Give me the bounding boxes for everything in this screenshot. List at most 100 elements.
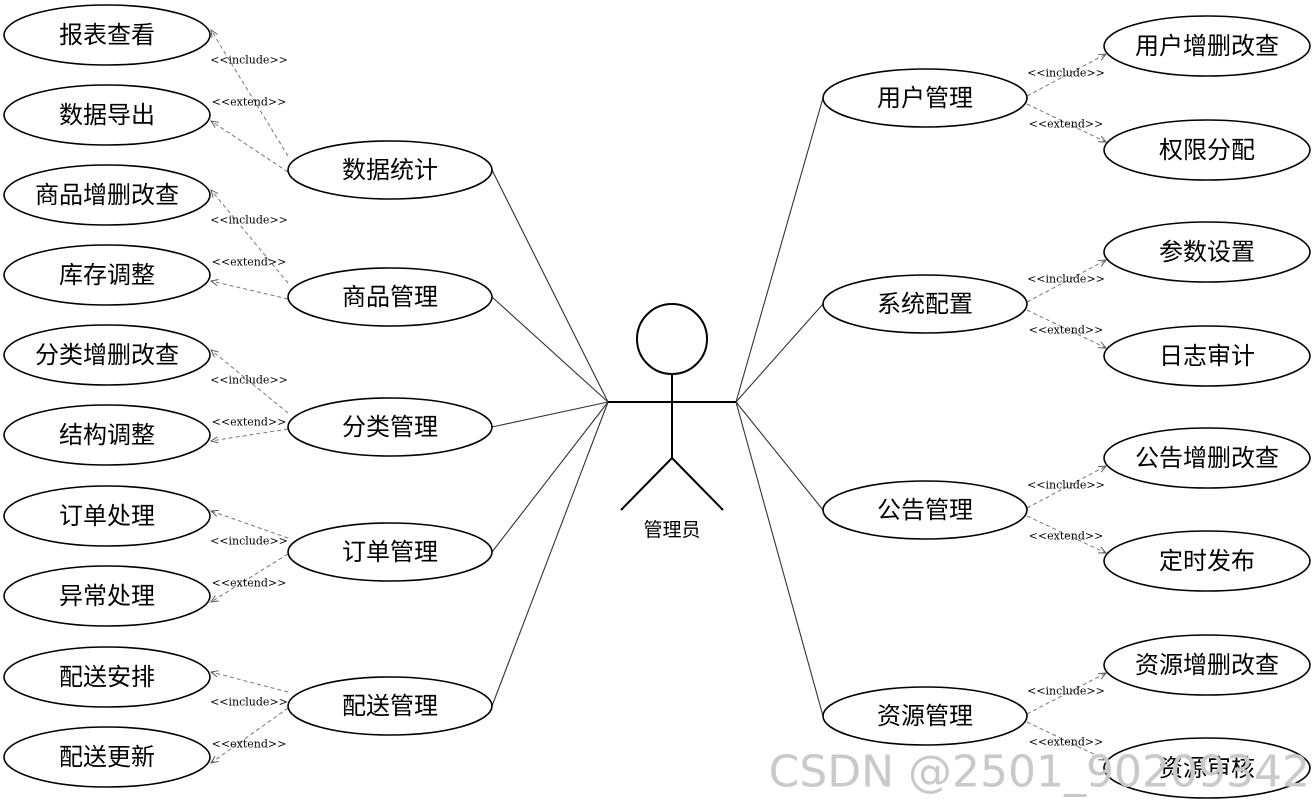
extend-arrow-right-group-3 xyxy=(1026,721,1106,760)
include-label-left-group-4: <<include>> xyxy=(210,696,288,709)
use-case-right-group-0-sub-1-label: 权限分配 xyxy=(1159,136,1255,164)
extend-label-right-group-3: <<extend>> xyxy=(1029,736,1104,749)
use-case-right-group-0-sub-1-shape xyxy=(1103,119,1311,181)
include-arrow-left-group-2 xyxy=(211,350,289,414)
use-case-left-group-0-sub-0-shape xyxy=(3,4,211,66)
use-case-left-group-0-sub-0-label: 报表查看 xyxy=(59,21,155,49)
use-case-left-group-1: 商品管理 xyxy=(287,267,493,327)
include-label-right-group-3: <<include>> xyxy=(1027,685,1105,698)
use-case-left-group-2-sub-0: 分类增删改查 xyxy=(3,324,211,386)
extend-label-right-group-2: <<extend>> xyxy=(1029,530,1104,543)
use-case-right-group-0-sub-1: 权限分配 xyxy=(1103,119,1311,181)
association-left-group-1 xyxy=(491,296,609,403)
use-case-left-group-3-sub-1: 异常处理 xyxy=(3,565,211,627)
use-case-right-group-0-sub-0-label: 用户增删改查 xyxy=(1135,32,1279,60)
use-case-left-group-3-sub-0: 订单处理 xyxy=(3,485,211,547)
extend-arrow-left-group-4 xyxy=(211,707,289,763)
use-case-left-group-2-sub-1-shape xyxy=(3,404,211,466)
use-case-right-group-0: 用户管理 xyxy=(822,68,1028,128)
use-case-left-group-0-sub-0: 报表查看 xyxy=(3,4,211,66)
extend-label-left-group-4: <<extend>> xyxy=(212,738,287,751)
use-case-right-group-2-sub-0-shape xyxy=(1103,427,1311,489)
use-case-left-group-1-sub-0-label: 商品增删改查 xyxy=(35,181,179,209)
include-label-left-group-0: <<include>> xyxy=(210,54,288,67)
include-arrow-right-group-1 xyxy=(1026,260,1106,303)
use-case-right-group-3-label: 资源管理 xyxy=(877,702,973,730)
use-case-shapes: 数据统计报表查看数据导出商品管理商品增删改查库存调整分类管理分类增删改查结构调整… xyxy=(3,4,1311,799)
use-case-right-group-1-sub-1: 日志审计 xyxy=(1103,325,1311,387)
use-case-right-group-2-sub-1-label: 定时发布 xyxy=(1159,547,1255,575)
use-case-right-group-1-label: 系统配置 xyxy=(877,290,973,318)
use-case-left-group-0-label: 数据统计 xyxy=(342,156,438,184)
use-case-left-group-3: 订单管理 xyxy=(287,522,493,582)
use-case-left-group-4-sub-1-shape xyxy=(3,726,211,788)
association-right-group-3 xyxy=(735,401,824,717)
use-case-left-group-2-sub-0-shape xyxy=(3,324,211,386)
extend-label-left-group-3: <<extend>> xyxy=(212,577,287,590)
association-left-group-3 xyxy=(491,401,609,553)
use-case-right-group-2-sub-0-label: 公告增删改查 xyxy=(1135,444,1279,472)
use-case-left-group-2-sub-0-label: 分类增删改查 xyxy=(35,341,179,369)
use-case-right-group-2-sub-1-shape xyxy=(1103,530,1311,592)
extend-arrow-left-group-1 xyxy=(211,281,289,300)
use-case-right-group-2-sub-0: 公告增删改查 xyxy=(1103,427,1311,489)
association-left-group-4 xyxy=(491,401,609,707)
use-case-right-group-3-sub-0-shape xyxy=(1103,634,1311,696)
include-arrow-left-group-0 xyxy=(211,30,289,157)
include-label-left-group-1: <<include>> xyxy=(210,214,288,227)
association-right-group-0 xyxy=(735,97,824,403)
include-arrow-right-group-0 xyxy=(1026,54,1106,97)
actor-label: 管理员 xyxy=(643,519,700,541)
use-case-left-group-0-sub-1-label: 数据导出 xyxy=(59,101,155,129)
association-right-group-2 xyxy=(735,401,824,511)
use-case-right-group-3: 资源管理 xyxy=(822,686,1028,746)
extend-arrow-left-group-0 xyxy=(211,121,289,173)
extend-label-right-group-0: <<extend>> xyxy=(1029,118,1104,131)
extend-arrow-left-group-2 xyxy=(211,428,289,441)
include-label-right-group-1: <<include>> xyxy=(1027,273,1105,286)
use-case-left-group-0-shape xyxy=(287,140,493,200)
use-case-left-group-2-label: 分类管理 xyxy=(342,413,438,441)
extend-arrow-right-group-0 xyxy=(1026,103,1106,142)
include-arrow-left-group-1 xyxy=(211,190,289,284)
actor-head xyxy=(636,303,708,375)
actor: 管理员 xyxy=(608,303,736,541)
use-case-left-group-1-sub-0: 商品增删改查 xyxy=(3,164,211,226)
watermark: CSDN @2501_90209342 xyxy=(769,747,1310,798)
use-case-left-group-3-label: 订单管理 xyxy=(342,538,438,566)
use-case-left-group-0-sub-1: 数据导出 xyxy=(3,84,211,146)
extend-label-left-group-2: <<extend>> xyxy=(212,416,287,429)
use-case-right-group-1-sub-1-label: 日志审计 xyxy=(1159,342,1255,370)
use-case-left-group-2-sub-1: 结构调整 xyxy=(3,404,211,466)
association-left-group-2 xyxy=(491,401,609,428)
use-case-right-group-3-sub-1-shape xyxy=(1103,737,1311,799)
use-case-left-group-3-sub-0-shape xyxy=(3,485,211,547)
use-case-left-group-4-sub-1-label: 配送更新 xyxy=(59,743,155,771)
use-case-left-group-3-sub-0-label: 订单处理 xyxy=(59,502,155,530)
use-case-right-group-3-sub-1-label: 资源审核 xyxy=(1159,754,1255,782)
extend-arrow-right-group-2 xyxy=(1026,515,1106,553)
extend-label-right-group-1: <<extend>> xyxy=(1029,324,1104,337)
use-case-left-group-0-sub-1-shape xyxy=(3,84,211,146)
use-case-right-group-0-label: 用户管理 xyxy=(877,84,973,112)
use-case-right-group-3-sub-0: 资源增删改查 xyxy=(1103,634,1311,696)
extend-label-left-group-1: <<extend>> xyxy=(212,256,287,269)
use-case-right-group-1-sub-0: 参数设置 xyxy=(1103,221,1311,283)
use-case-left-group-1-label: 商品管理 xyxy=(342,283,438,311)
use-case-right-group-0-shape xyxy=(822,68,1028,128)
use-case-right-group-2-label: 公告管理 xyxy=(877,496,973,524)
use-case-right-group-1-shape xyxy=(822,274,1028,334)
use-case-right-group-0-sub-0-shape xyxy=(1103,15,1311,77)
association-left-group-0 xyxy=(491,169,609,403)
use-case-right-group-2-sub-1: 定时发布 xyxy=(1103,530,1311,592)
actor-right-leg xyxy=(671,457,724,511)
use-case-right-group-2-shape xyxy=(822,480,1028,540)
use-case-right-group-3-shape xyxy=(822,686,1028,746)
use-case-left-group-1-sub-1-shape xyxy=(3,244,211,306)
use-case-right-group-2: 公告管理 xyxy=(822,480,1028,540)
include-label-right-group-0: <<include>> xyxy=(1027,67,1105,80)
use-case-left-group-0: 数据统计 xyxy=(287,140,493,200)
association-lines: <<include>> <<extend>> <<include>> <<extend… xyxy=(210,30,1106,763)
include-arrow-right-group-2 xyxy=(1026,466,1106,509)
